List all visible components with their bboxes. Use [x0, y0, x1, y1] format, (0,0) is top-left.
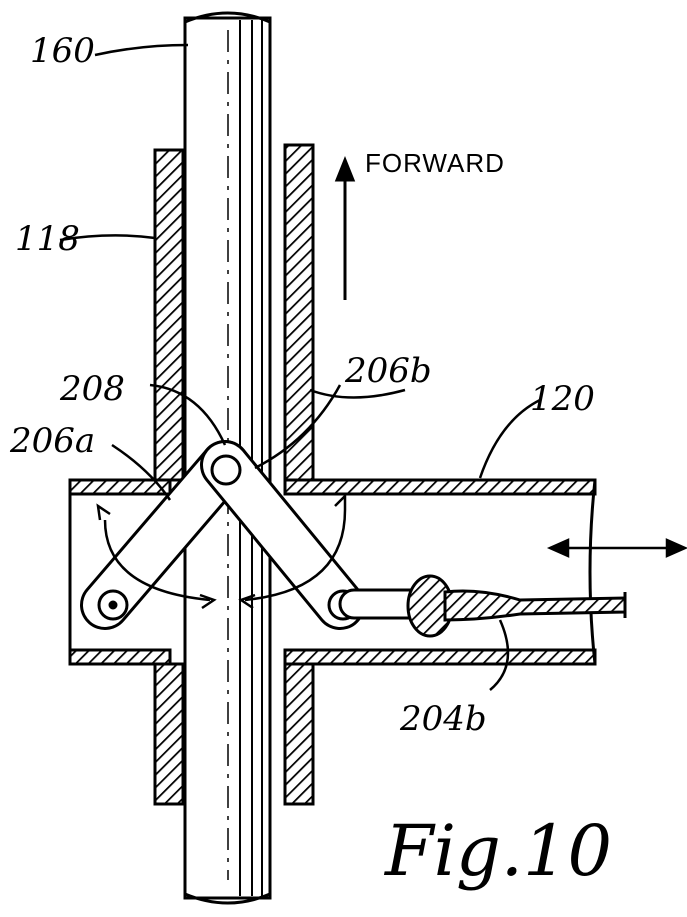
figure-label: Fig.10 — [383, 810, 612, 892]
link-206b — [200, 440, 365, 630]
sleeve-118 — [153, 143, 315, 806]
label-cable: 204b — [399, 699, 487, 739]
label-crosstube: 120 — [530, 379, 595, 419]
label-link-b: 206b — [344, 351, 432, 391]
label-direction: FORWARD — [365, 148, 505, 178]
label-rod: 160 — [30, 31, 95, 71]
label-link-a: 206a — [9, 421, 95, 461]
link-206a — [80, 440, 250, 630]
label-sleeve: 118 — [15, 219, 80, 259]
pivot-arrows — [96, 492, 347, 610]
forward-arrow — [334, 155, 356, 300]
leader-lines — [59, 43, 541, 691]
lateral-arrow — [546, 538, 687, 558]
cross-tube-120 — [68, 478, 597, 666]
cable-204b — [338, 574, 627, 638]
label-pivot: 208 — [59, 369, 125, 409]
